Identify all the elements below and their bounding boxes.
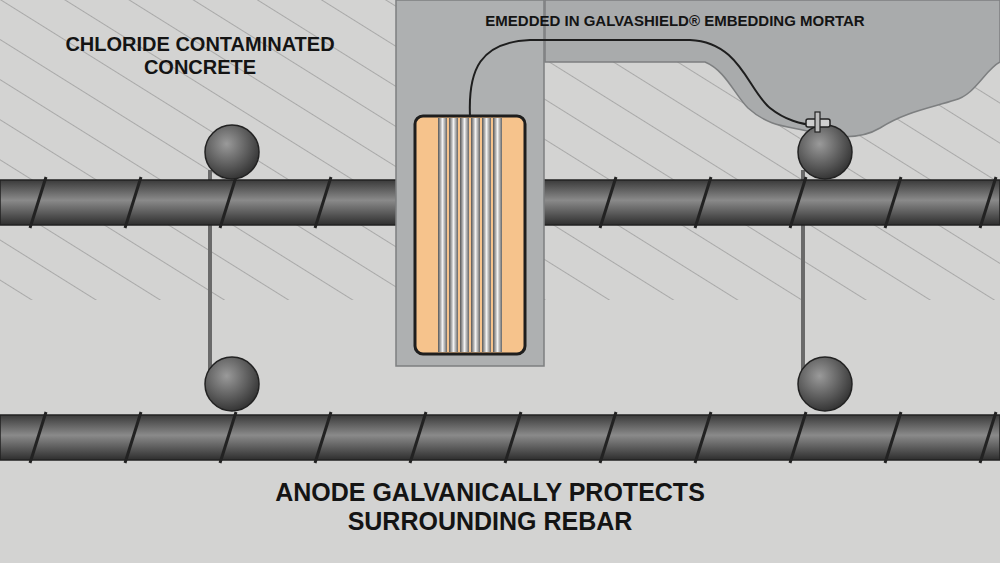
rebar-rib — [885, 177, 901, 228]
wire-tie — [806, 112, 830, 132]
rebar-rib — [790, 412, 806, 463]
caption-label: ANODE GALVANICALLY PROTECTS SURROUNDING … — [190, 478, 790, 536]
rebar-rib — [600, 412, 616, 463]
concrete-label: CHLORIDE CONTAMINATED CONCRETE — [30, 33, 370, 79]
rebar-rib — [695, 177, 711, 228]
rebar-rib — [885, 412, 901, 463]
rebar-rib — [125, 177, 141, 228]
rebar-rib — [980, 412, 996, 463]
rebar-rib — [30, 177, 46, 228]
zinc-bar — [493, 118, 502, 352]
embedding-mortar — [396, 0, 544, 366]
rebar-rib — [125, 412, 141, 463]
rebar-rib — [790, 177, 806, 228]
rebar-rib — [315, 177, 331, 228]
rebar-rib — [695, 412, 711, 463]
rebar-rib — [505, 412, 521, 463]
zinc-bar — [471, 118, 480, 352]
anode-wire — [470, 40, 818, 126]
zinc-bar — [482, 118, 491, 352]
rebar-rib — [30, 412, 46, 463]
zinc-bar — [449, 118, 458, 352]
zinc-core — [438, 118, 502, 352]
rebar-rib — [220, 177, 236, 228]
zinc-bar — [460, 118, 469, 352]
zinc-bar — [438, 118, 447, 352]
anode — [415, 116, 525, 354]
rebar-rib — [980, 177, 996, 228]
rebar-rib — [315, 412, 331, 463]
rebar-rib — [220, 412, 236, 463]
mortar-label: EMEDDED IN GALVASHIELD® EMBEDDING MORTAR — [440, 12, 910, 29]
rebar-rib — [600, 177, 616, 228]
rebar-rib — [410, 412, 426, 463]
